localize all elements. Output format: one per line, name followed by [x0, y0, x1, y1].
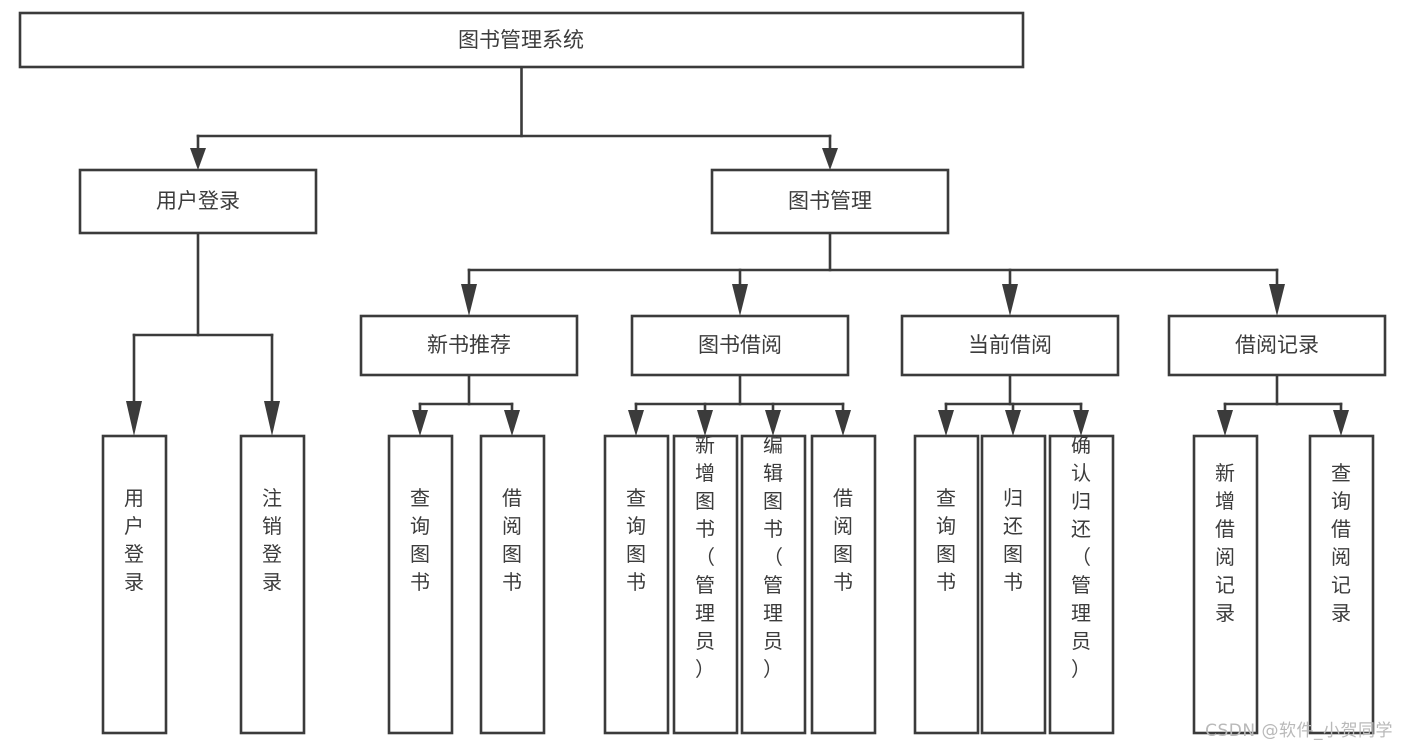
node-leaf-query-book-current[interactable]: 查询图书	[913, 434, 980, 735]
leaf-box-borrow-book-newbook[interactable]	[479, 434, 546, 735]
leaf-box-user-login[interactable]	[101, 434, 168, 735]
arrow-head-leaf-8	[835, 410, 851, 436]
node-leaf-borrow-book-borrow[interactable]: 借阅图书	[810, 434, 877, 735]
leaf-box-query-book-current[interactable]	[913, 434, 980, 735]
node-level2-user-login[interactable]: 用户登录	[78, 168, 318, 235]
leaf-label-query-book-current: 查询图书	[936, 486, 956, 594]
arrow-head-leaf-10	[1005, 410, 1021, 436]
leaf-box-edit-book-admin[interactable]	[740, 434, 807, 735]
node-leaf-add-book-admin[interactable]: 新增图书（管理员）	[672, 433, 739, 735]
leaf-label-query-borrow-record: 查询借阅记录	[1331, 461, 1351, 625]
level3-label-book-borrow: 图书借阅	[698, 333, 782, 357]
level2-label-book-management: 图书管理	[788, 189, 872, 213]
leaf-box-borrow-book-borrow[interactable]	[810, 434, 877, 735]
connectors	[126, 65, 1349, 436]
arrow-head-leaf-6	[697, 410, 713, 436]
level2-box-user-login[interactable]	[78, 168, 318, 235]
arrow-head-record	[1269, 284, 1285, 316]
leaf-label-add-borrow-record: 新增借阅记录	[1215, 461, 1235, 625]
node-leaf-query-book-borrow[interactable]: 查询图书	[603, 434, 670, 735]
arrow-head-newbook	[461, 284, 477, 316]
arrow-head-leaf-11	[1073, 410, 1089, 436]
node-leaf-user-login[interactable]: 用户登录	[101, 434, 168, 735]
arrow-head-leaf-1	[126, 401, 142, 436]
leaf-label-borrow-book-newbook: 借阅图书	[502, 486, 522, 594]
level3-box-borrow-record[interactable]	[1167, 314, 1387, 377]
node-level2-book-management[interactable]: 图书管理	[710, 168, 950, 235]
leaf-box-confirm-return-admin[interactable]	[1048, 434, 1115, 735]
leaf-box-query-book-borrow[interactable]	[603, 434, 670, 735]
leaf-label-query-book-borrow: 查询图书	[626, 486, 646, 594]
level3-box-book-borrow[interactable]	[630, 314, 850, 377]
level3-label-current-borrow: 当前借阅	[968, 333, 1052, 357]
arrow-head-leaf-7	[765, 410, 781, 436]
level2-label-user-login: 用户登录	[156, 189, 240, 213]
arrow-head-leaf-5	[628, 410, 644, 436]
node-leaf-logout[interactable]: 注销登录	[239, 434, 306, 735]
leaf-label-return-book: 归还图书	[1003, 486, 1023, 594]
leaf-box-add-book-admin[interactable]	[672, 434, 739, 735]
node-level3-current-borrow[interactable]: 当前借阅	[900, 314, 1120, 377]
arrow-head-leaf-2	[264, 401, 280, 436]
node-leaf-borrow-book-newbook[interactable]: 借阅图书	[479, 434, 546, 735]
node-leaf-return-book[interactable]: 归还图书	[980, 434, 1047, 735]
leaf-nodes: 用户登录 注销登录 查询图书 借阅图书 查询图书 新增图书（管理员）	[101, 433, 1375, 735]
node-leaf-confirm-return-admin[interactable]: 确认归还（管理员）	[1048, 433, 1115, 735]
arrow-head-bookmgmt	[822, 148, 838, 170]
leaf-label-query-book-newbook: 查询图书	[410, 486, 430, 594]
leaf-label-logout: 注销登录	[262, 486, 282, 594]
arrow-head-userlogin	[190, 148, 206, 170]
arrow-head-leaf-13	[1333, 410, 1349, 436]
node-leaf-add-borrow-record[interactable]: 新增借阅记录	[1192, 434, 1259, 735]
leaf-label-confirm-return-admin: 确认归还（管理员）	[1071, 433, 1091, 681]
leaf-label-add-book-admin: 新增图书（管理员）	[695, 433, 715, 681]
arrow-head-leaf-12	[1217, 410, 1233, 436]
arrow-head-current	[1002, 284, 1018, 316]
root-box[interactable]	[18, 11, 1025, 69]
node-root[interactable]: 图书管理系统	[18, 11, 1025, 69]
leaf-box-logout[interactable]	[239, 434, 306, 735]
leaf-box-add-borrow-record[interactable]	[1192, 434, 1259, 735]
level3-box-current-borrow[interactable]	[900, 314, 1120, 377]
leaf-label-user-login: 用户登录	[124, 486, 144, 594]
leaf-label-edit-book-admin: 编辑图书（管理员）	[763, 433, 783, 681]
level3-box-new-book[interactable]	[359, 314, 579, 377]
arrow-head-borrow	[732, 284, 748, 316]
node-level3-new-book[interactable]: 新书推荐	[359, 314, 579, 377]
leaf-label-borrow-book-borrow: 借阅图书	[833, 486, 853, 594]
node-leaf-query-book-newbook[interactable]: 查询图书	[387, 434, 454, 735]
root-label: 图书管理系统	[458, 28, 584, 52]
leaf-box-query-book-newbook[interactable]	[387, 434, 454, 735]
node-level3-book-borrow[interactable]: 图书借阅	[630, 314, 850, 377]
arrow-head-leaf-3	[412, 410, 428, 436]
leaf-box-return-book[interactable]	[980, 434, 1047, 735]
node-leaf-query-borrow-record[interactable]: 查询借阅记录	[1308, 434, 1375, 735]
arrow-head-leaf-4	[504, 410, 520, 436]
node-leaf-edit-book-admin[interactable]: 编辑图书（管理员）	[740, 433, 807, 735]
leaf-box-query-borrow-record[interactable]	[1308, 434, 1375, 735]
level2-box-book-management[interactable]	[710, 168, 950, 235]
node-level3-borrow-record[interactable]: 借阅记录	[1167, 314, 1387, 377]
level3-label-borrow-record: 借阅记录	[1235, 333, 1319, 357]
arrow-head-leaf-9	[938, 410, 954, 436]
level3-label-new-book: 新书推荐	[427, 333, 511, 357]
